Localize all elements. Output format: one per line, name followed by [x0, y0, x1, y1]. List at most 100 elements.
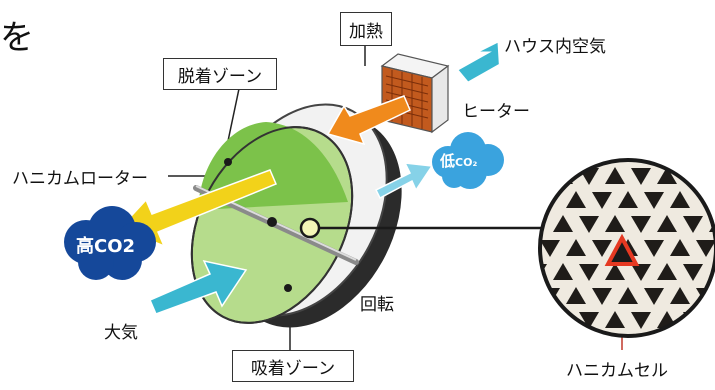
honeycomb-cell: [592, 192, 612, 209]
heater-label: ヒーター: [462, 102, 530, 122]
fragment-text: を: [0, 18, 34, 58]
honeycomb-cell: [670, 143, 690, 160]
honeycomb-cell: [566, 287, 586, 304]
honeycomb-cell: [527, 120, 547, 137]
honeycomb-magnifier: [488, 119, 715, 377]
honeycomb-cell: [683, 360, 703, 377]
honeycomb-cell: [631, 312, 651, 329]
honeycomb-cell: [579, 264, 599, 281]
heater-side: [431, 64, 449, 134]
honeycomb-cell: [631, 168, 651, 185]
honeycomb-cell: [605, 119, 625, 136]
honeycomb-cell: [540, 160, 560, 161]
honeycomb-cell: [605, 263, 625, 280]
honeycomb-cell: [618, 143, 638, 160]
honeycomb-cell: [657, 215, 677, 232]
honeycomb-cell: [709, 359, 715, 376]
heating-label: 加熱: [340, 12, 392, 46]
heater-face: [381, 65, 433, 133]
honeycomb-cell: [605, 215, 625, 232]
honeycomb-cell: [514, 287, 534, 304]
honeycomb-cell: [709, 311, 715, 328]
zone-dot-desorption: [224, 158, 232, 166]
low-co2-label-main: 低: [440, 152, 456, 170]
honeycomb-cell-grid: [488, 119, 715, 377]
honeycomb-cell: [644, 192, 664, 209]
honeycomb-cell: [514, 239, 534, 256]
honeycomb-cell: [501, 215, 521, 232]
heater-block: [380, 53, 450, 134]
honeycomb-cell: [631, 120, 651, 137]
honeycomb-cell: [514, 191, 534, 208]
honeycomb-cell: [553, 119, 573, 136]
atmosphere-arrow: [149, 259, 248, 315]
honeycomb-cell: [657, 263, 677, 280]
rotation-label: 回転: [360, 295, 394, 315]
house-air-label: ハウス内空気: [504, 37, 606, 57]
honeycomb-cell: [605, 167, 625, 184]
honeycomb-cell: [657, 167, 677, 184]
honeycomb-cell: [514, 143, 534, 160]
honeycomb-cell: [657, 119, 677, 136]
honeycomb-cell: [592, 288, 612, 305]
honeycomb-cell: [566, 191, 586, 208]
honeycomb-cell: [579, 312, 599, 329]
heat-arrow: [326, 95, 411, 146]
honeycomb-cell: [618, 287, 638, 304]
atmosphere-label: 大気: [104, 323, 138, 343]
honeycomb-cell: [540, 312, 547, 329]
honeycomb-cell: [631, 264, 651, 281]
honeycomb-cell: [605, 311, 625, 328]
honeycomb-cell: [709, 119, 715, 136]
honeycomb-cell: [683, 216, 703, 233]
honeycomb-cell: [670, 287, 690, 304]
honeycomb-cell: [709, 167, 715, 184]
honeycomb-cell: [501, 263, 521, 280]
honeycomb-cell: [501, 311, 521, 328]
honeycomb-cell: [670, 191, 690, 208]
honeycomb-cell: [683, 120, 703, 137]
high-co2-label: 高CO2: [76, 236, 136, 257]
honeycomb-cell: [527, 360, 547, 377]
honeycomb-cell: [618, 191, 638, 208]
honeycomb-cell: [592, 240, 612, 257]
honeycomb-cell: [540, 240, 560, 257]
honeycomb-cell: [644, 240, 664, 257]
honeycomb-rotor-label: ハニカムローター: [12, 169, 148, 189]
house-air-arrow: [457, 41, 501, 83]
honeycomb-cell-marker: [299, 217, 321, 239]
honeycomb-cell: [696, 160, 715, 161]
honeycomb-cell: [696, 240, 715, 257]
honeycomb-cell: [631, 216, 651, 233]
honeycomb-cell: [488, 288, 508, 305]
zone-dot-adsorption: [284, 284, 292, 292]
honeycomb-cell: [566, 239, 586, 256]
honeycomb-cell: [488, 336, 508, 353]
honeycomb-cell: [501, 167, 521, 184]
honeycomb-cell: [592, 160, 612, 161]
low-co2-cloud: [432, 132, 504, 189]
honeycomb-cell: [644, 288, 664, 305]
honeycomb-cell: [592, 336, 612, 353]
low-co2-label-sub: CO₂: [455, 156, 478, 169]
honeycomb-cell: [670, 239, 690, 256]
highlighted-cell: [604, 233, 640, 266]
honeycomb-cell: [540, 336, 560, 353]
honeycomb-cell: [566, 335, 586, 336]
honeycomb-cell: [670, 335, 690, 336]
honeycomb-cell: [540, 168, 547, 185]
honeycomb-cell: [683, 264, 703, 281]
honeycomb-cell: [579, 216, 599, 233]
honeycomb-cell: [644, 160, 664, 161]
low-co2-arrow: [374, 162, 434, 200]
honeycomb-cell: [501, 359, 521, 376]
adsorption-zone-label: 吸着ゾーン: [232, 350, 354, 382]
honeycomb-cell: [553, 215, 573, 232]
desorption-zone-label: 脱着ゾーン: [163, 58, 277, 90]
rotor-hub-dark: [267, 217, 277, 227]
honeycomb-cell: [488, 240, 508, 257]
honeycomb-cell-label: ハニカムセル: [566, 361, 668, 381]
honeycomb-cell: [566, 143, 586, 160]
